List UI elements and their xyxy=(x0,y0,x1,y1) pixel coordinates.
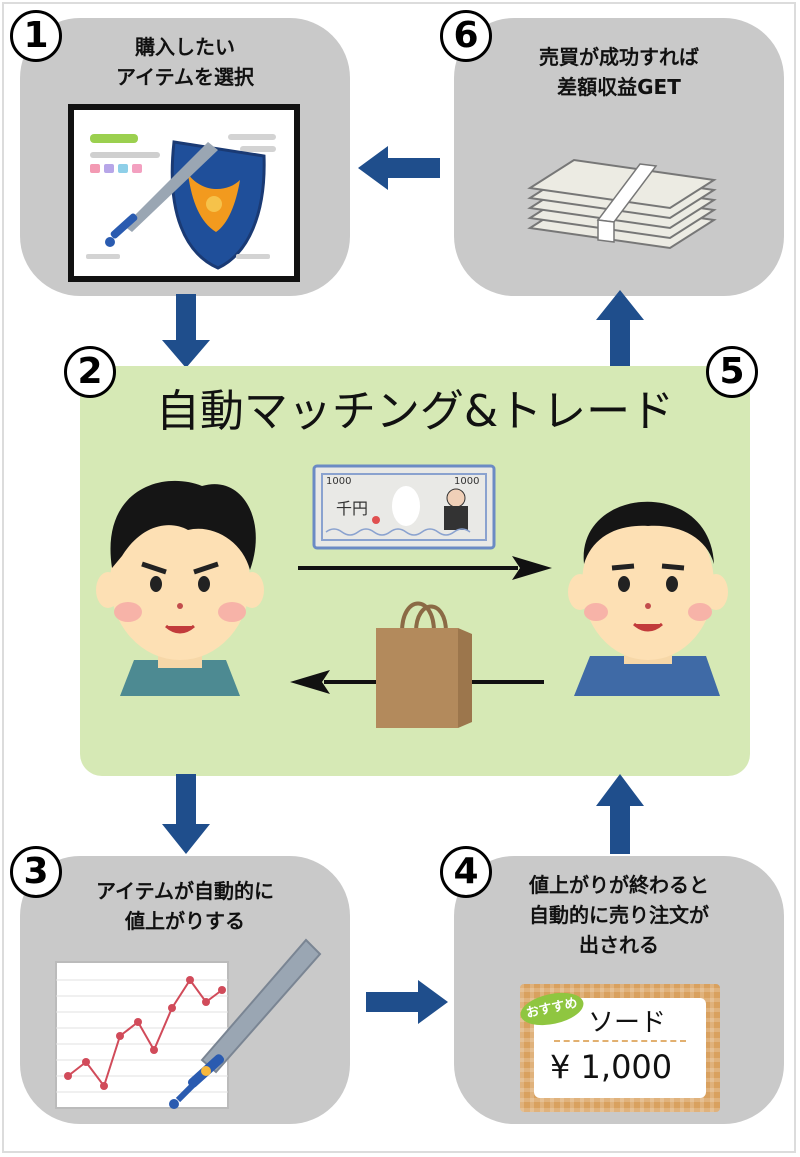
arrow-money-right xyxy=(298,556,552,580)
step5-number-badge: 5 xyxy=(706,346,758,398)
step4-caption-line1: 値上がりが終わると xyxy=(529,873,709,897)
price-tag-item-name: ソード xyxy=(588,1008,667,1038)
step4-caption-line3: 出される xyxy=(579,933,659,957)
price-tag-price: ¥ 1,000 xyxy=(550,1048,673,1086)
step4-caption-line2: 自動的に売り注文が xyxy=(529,903,709,927)
step1-caption-line1: 購入したい xyxy=(135,35,235,59)
banknote-denomination-left: 1000 xyxy=(326,476,351,487)
step6-number-badge: 6 xyxy=(440,10,492,62)
step2-number-badge: 2 xyxy=(64,346,116,398)
price-tag-divider xyxy=(554,1040,686,1042)
step3-caption-line1: アイテムが自動的に xyxy=(96,879,274,903)
step4-caption: 値上がりが終わると 自動的に売り注文が 出される xyxy=(474,870,764,960)
price-tag: おすすめ ソード ¥ 1,000 xyxy=(517,984,720,1112)
money-stack-illustration xyxy=(527,158,717,250)
step6-caption: 売買が成功すれば 差額収益GET xyxy=(494,42,744,102)
seller-person-illustration xyxy=(568,501,728,696)
banknote-denomination-right: 1000 xyxy=(454,476,479,487)
arrow-3-to-4 xyxy=(366,980,448,1024)
tablet-sword-shield-illustration xyxy=(68,104,300,282)
arrow-4-to-5 xyxy=(596,774,644,854)
arrow-6-to-1 xyxy=(358,146,440,190)
arrow-5-to-6 xyxy=(596,290,644,366)
step1-caption: 購入したい アイテムを選択 xyxy=(60,32,310,92)
shopping-bag-illustration xyxy=(376,601,472,728)
step3-number-badge: 3 xyxy=(10,846,62,898)
step4-number-badge: 4 xyxy=(440,846,492,898)
step1-number-badge: 1 xyxy=(10,10,62,62)
step6-caption-line2: 差額収益GET xyxy=(557,75,681,99)
banknote-label: 千円 xyxy=(336,499,368,518)
step6-card xyxy=(454,18,784,296)
rising-chart-sword-illustration xyxy=(55,938,322,1109)
step3-caption-line2: 値上がりする xyxy=(125,909,245,933)
step1-caption-line2: アイテムを選択 xyxy=(116,65,254,89)
arrow-2-to-3 xyxy=(162,774,210,854)
step3-caption: アイテムが自動的に 値上がりする xyxy=(60,876,310,936)
arrow-1-to-2 xyxy=(162,294,210,368)
buyer-person-illustration xyxy=(96,480,264,696)
banknote-illustration: 1000 1000 千円 xyxy=(312,464,496,550)
step6-caption-line1: 売買が成功すれば xyxy=(539,45,699,69)
center-title: 自動マッチング&トレード xyxy=(155,386,675,437)
